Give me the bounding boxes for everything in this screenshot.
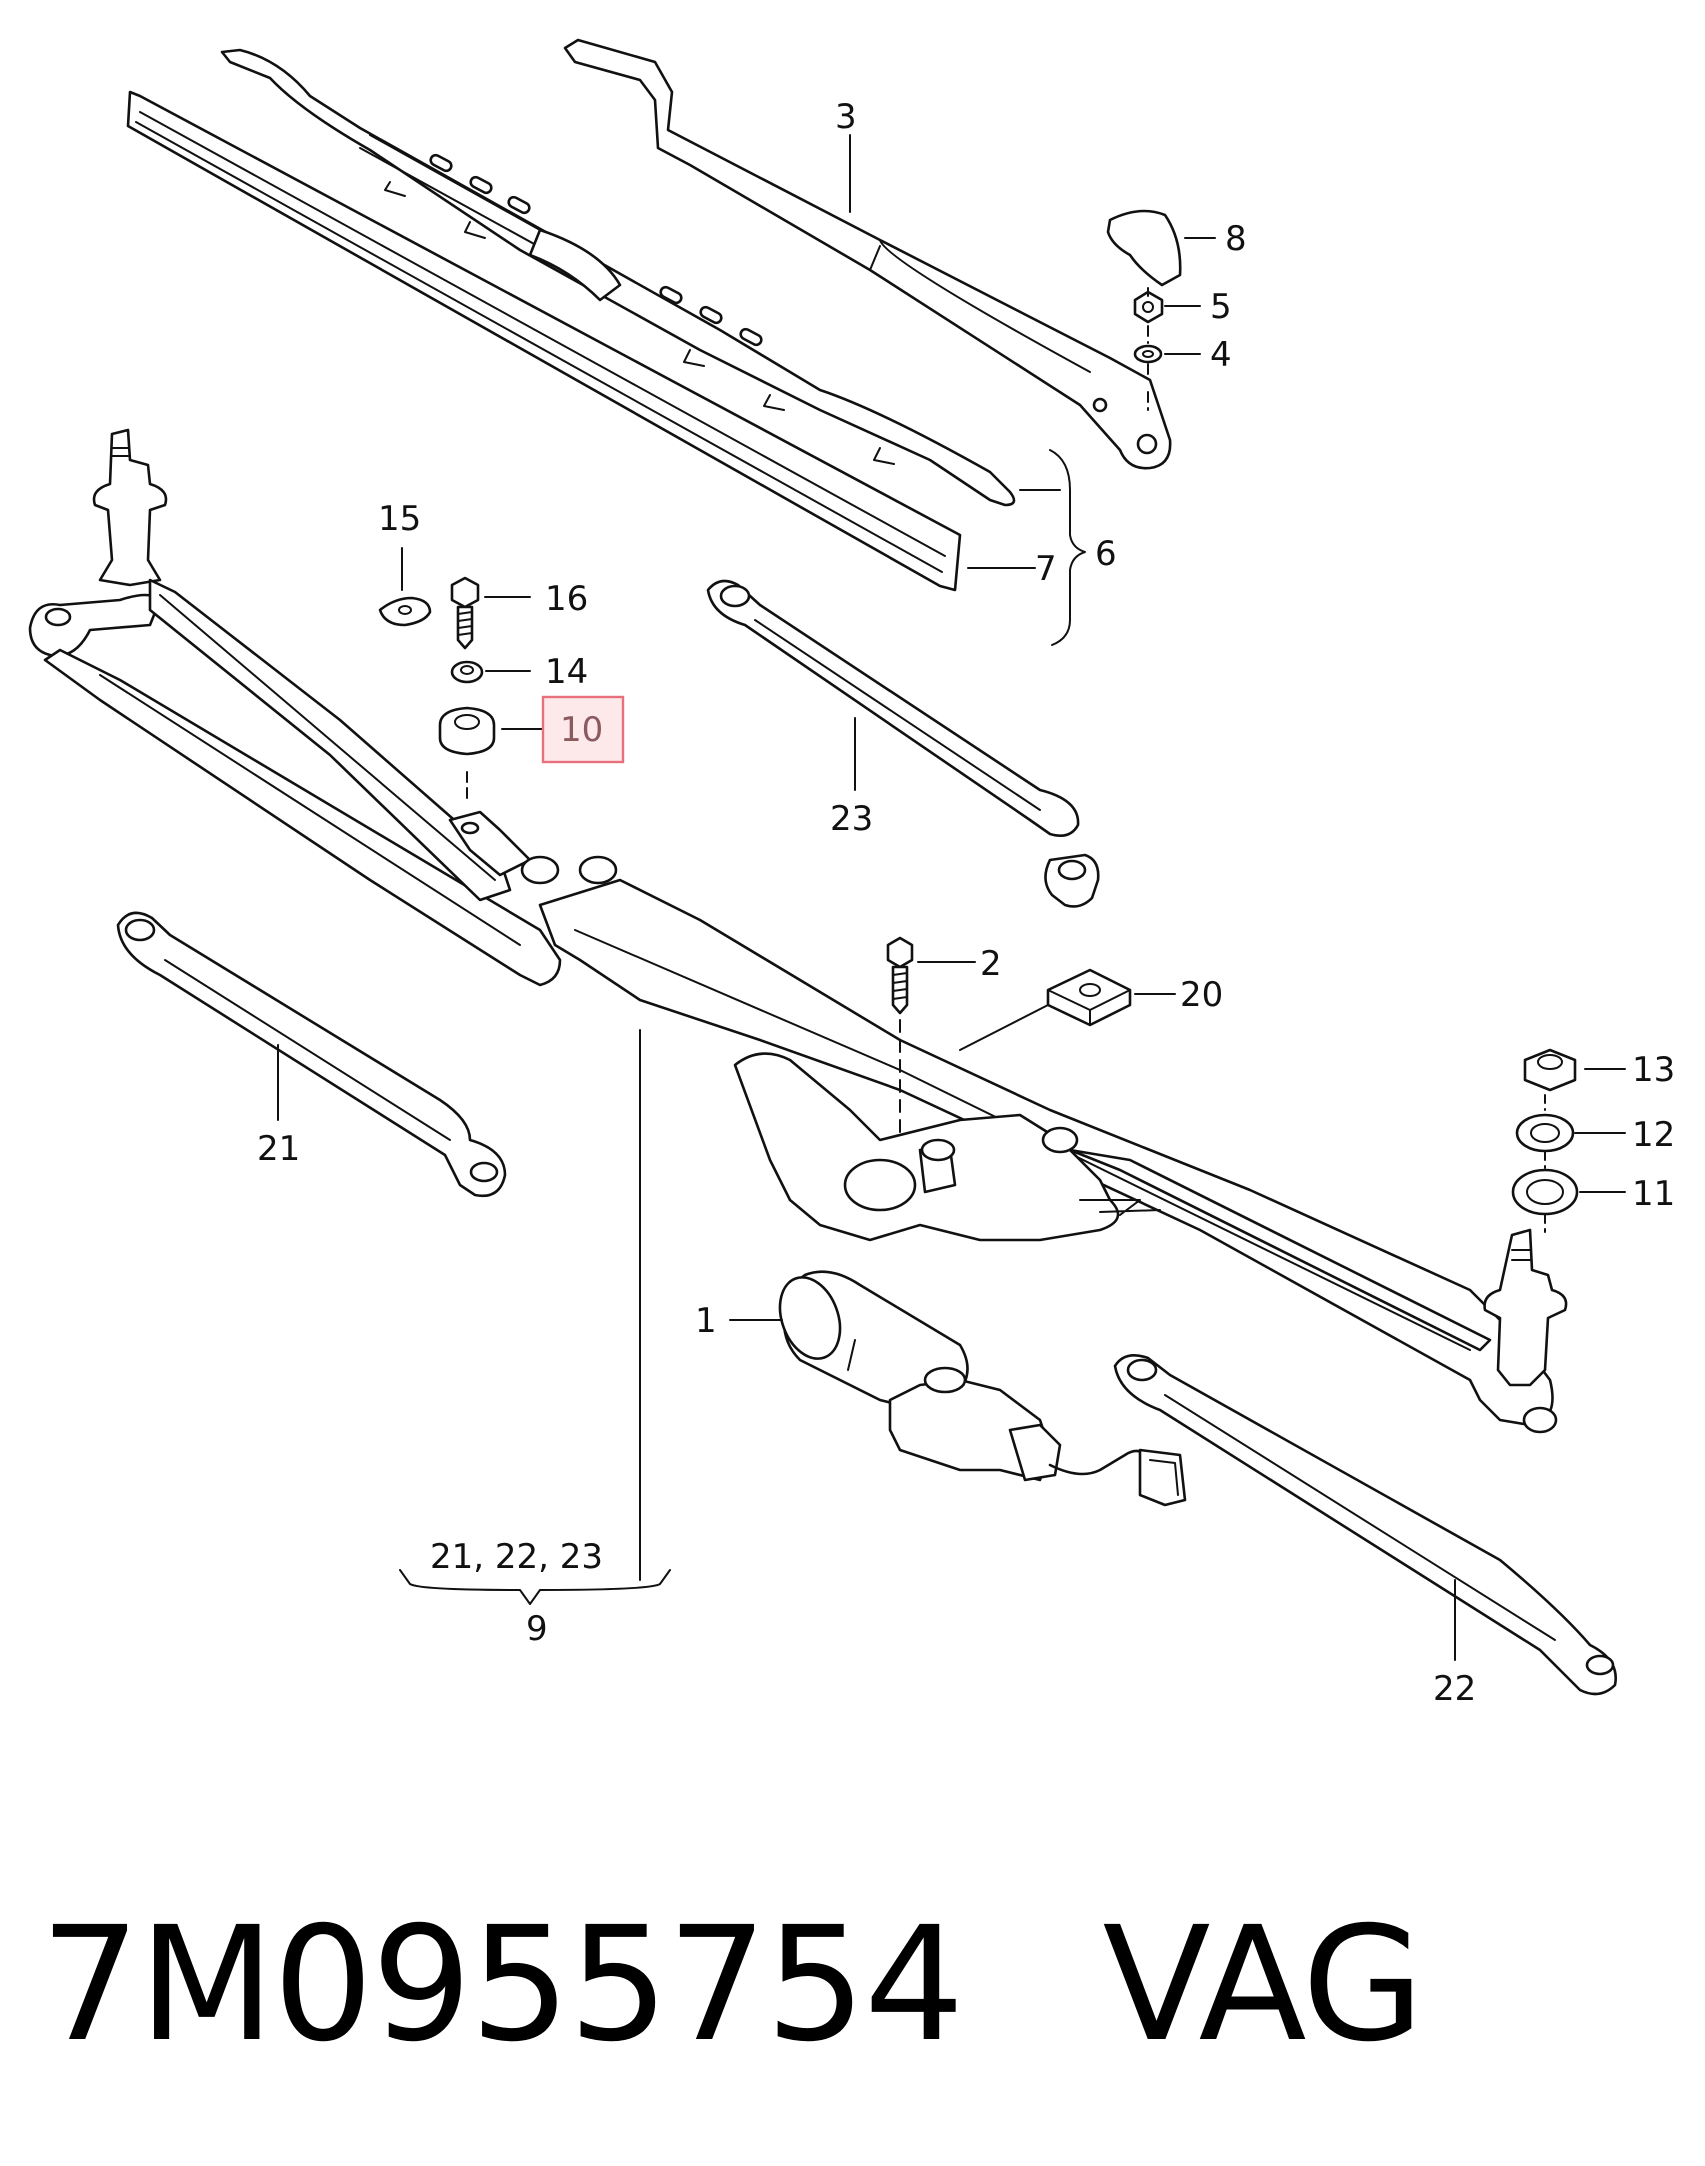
- wiper-blade-frame-part: [220, 48, 1016, 507]
- callout-5: 5: [1210, 287, 1232, 327]
- part-number: 7M0955754: [40, 1893, 965, 2077]
- wiper-motor-part: [778, 1270, 1187, 1507]
- callout-6: 6: [1095, 534, 1117, 574]
- leader-lines: [277, 134, 1626, 1661]
- wiper-linkage-diagram: 3 8 5 4 6 7 15 16 14 10 23 2 20 13 12 11…: [28, 38, 1675, 1709]
- callout-4: 4: [1210, 335, 1232, 375]
- bolt-2-part: [886, 936, 914, 1015]
- callout-10-highlight: [541, 695, 625, 764]
- cap-15-part: [378, 596, 432, 627]
- callout-group-21-22-23: 21, 22, 23: [430, 1537, 603, 1577]
- washer-11-part: [1511, 1168, 1579, 1216]
- callout-labels: 3 8 5 4 6 7 15 16 14 10 23 2 20 13 12 11…: [257, 97, 1675, 1709]
- cap-part: [1106, 209, 1182, 287]
- washer-part: [1133, 344, 1163, 364]
- callout-23: 23: [830, 799, 873, 839]
- callout-20: 20: [1180, 975, 1223, 1015]
- linkage-rod-23-part: [706, 579, 1100, 908]
- bolt-16-part: [450, 576, 480, 650]
- callout-9: 9: [526, 1609, 548, 1649]
- callout-11: 11: [1632, 1174, 1675, 1214]
- washer-14-part: [450, 660, 484, 684]
- callout-2: 2: [980, 944, 1002, 984]
- nut-13-part: [1523, 1048, 1577, 1092]
- brand-name: VAG: [1102, 1893, 1425, 2077]
- callout-14: 14: [545, 652, 588, 692]
- callout-21: 21: [257, 1129, 300, 1169]
- callout-3: 3: [835, 97, 857, 137]
- callout-22: 22: [1433, 1669, 1476, 1709]
- callout-13: 13: [1632, 1050, 1675, 1090]
- callout-15: 15: [378, 499, 421, 539]
- washer-12-part: [1515, 1113, 1575, 1153]
- callout-7: 7: [1035, 549, 1057, 589]
- callout-1: 1: [695, 1301, 717, 1341]
- wiper-arm-part: [563, 38, 1172, 470]
- linkage-rod-22-part: [1113, 1354, 1618, 1696]
- bushing-10-part: [438, 706, 496, 756]
- callout-12: 12: [1632, 1115, 1675, 1155]
- callout-10: 10: [560, 710, 603, 750]
- wiper-frame-part: [28, 428, 1568, 1434]
- grommet-20-part: [1046, 968, 1132, 1027]
- wiper-blade-part: [126, 90, 962, 592]
- part-number-caption: 7M0955754 VAG: [40, 1855, 1680, 2115]
- callout-8: 8: [1225, 219, 1247, 259]
- callout-16: 16: [545, 579, 588, 619]
- linkage-rod-21-part: [116, 911, 507, 1198]
